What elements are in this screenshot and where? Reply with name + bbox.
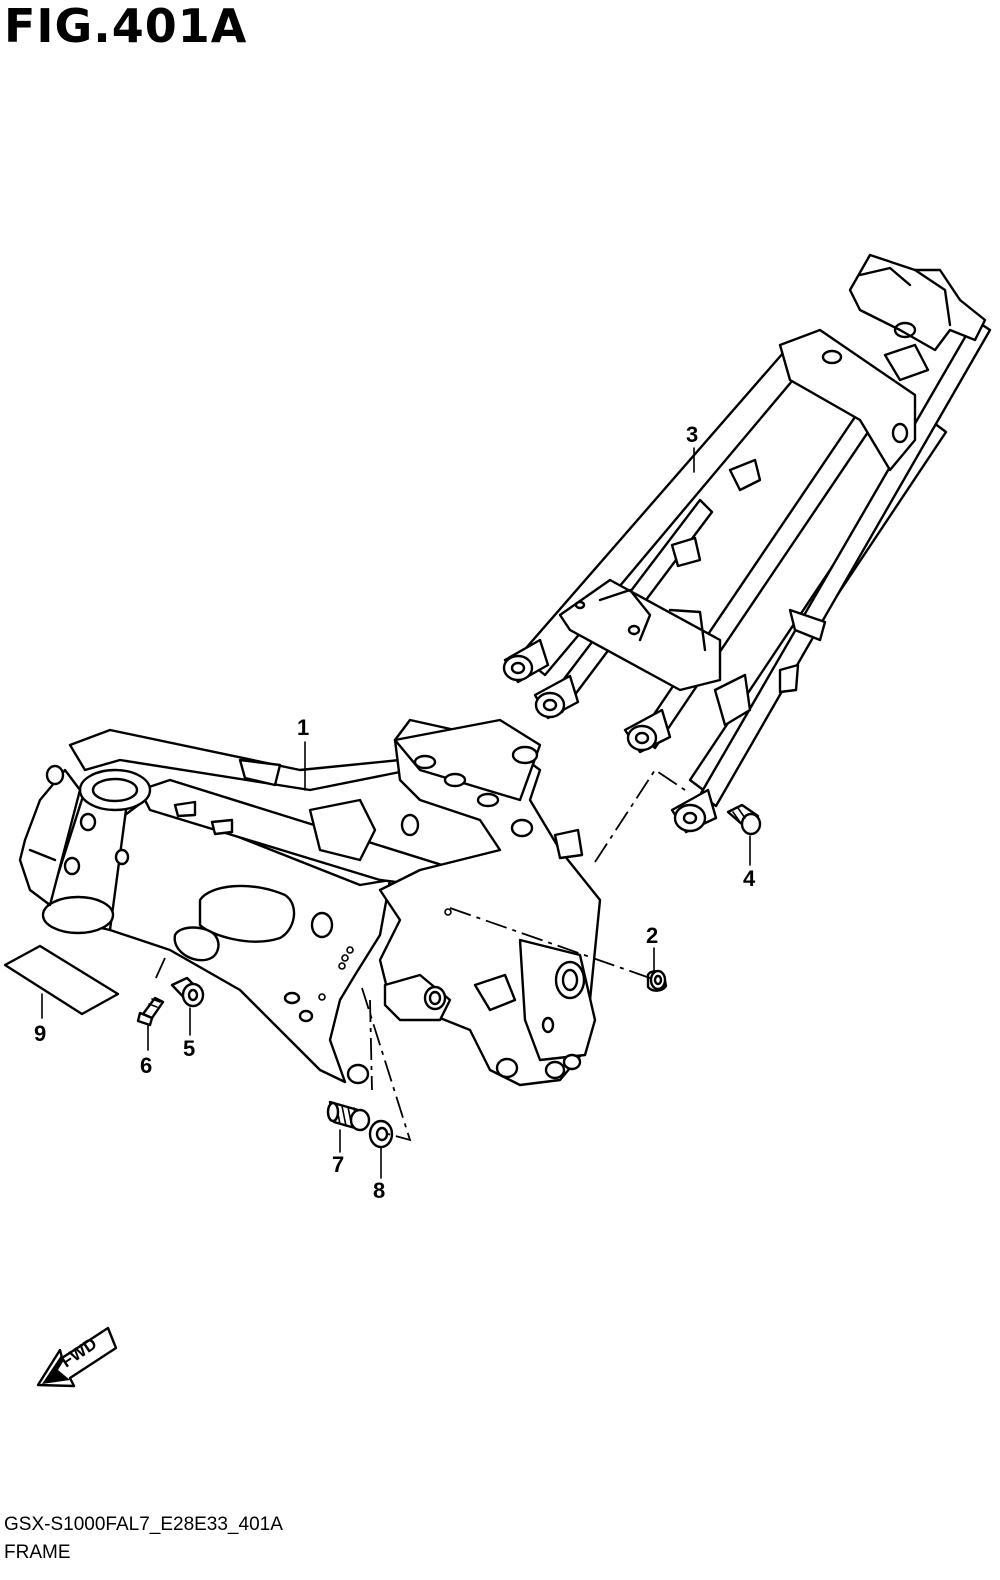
leader-lines <box>41 447 751 1179</box>
subframe-mount-eye <box>623 708 672 754</box>
bolt-part-6 <box>136 996 165 1027</box>
rear-subframe-part <box>502 253 992 834</box>
callout-9: 9 <box>34 1021 46 1046</box>
label-plate-part-9 <box>3 944 120 1016</box>
steering-head <box>41 768 152 935</box>
collar-part-5 <box>170 976 205 1008</box>
screw-part-2 <box>646 969 668 992</box>
subframe-mount-eye <box>502 638 550 684</box>
figure-code: GSX-S1000FAL7_E28E33_401A <box>4 1514 283 1535</box>
nut-part-8 <box>368 1119 394 1149</box>
callout-7: 7 <box>332 1152 344 1177</box>
bolt-part-4 <box>726 803 762 836</box>
callout-1: 1 <box>297 715 309 740</box>
subframe-mount-eye <box>533 674 580 720</box>
subframe-mount-eye <box>670 788 718 834</box>
figure-title: FIG.401A <box>4 0 248 53</box>
callout-5: 5 <box>183 1036 195 1061</box>
callout-6: 6 <box>140 1053 152 1078</box>
callout-3: 3 <box>686 422 698 447</box>
forward-arrow-icon: FWD <box>36 1326 118 1388</box>
main-frame-part <box>18 718 602 1087</box>
figure-name: FRAME <box>4 1542 71 1563</box>
callout-8: 8 <box>373 1178 385 1203</box>
adjuster-bolt-part-7 <box>326 1100 371 1132</box>
callout-2: 2 <box>646 923 658 948</box>
callout-4: 4 <box>743 866 756 891</box>
assembly-guide-lines <box>154 768 686 1142</box>
